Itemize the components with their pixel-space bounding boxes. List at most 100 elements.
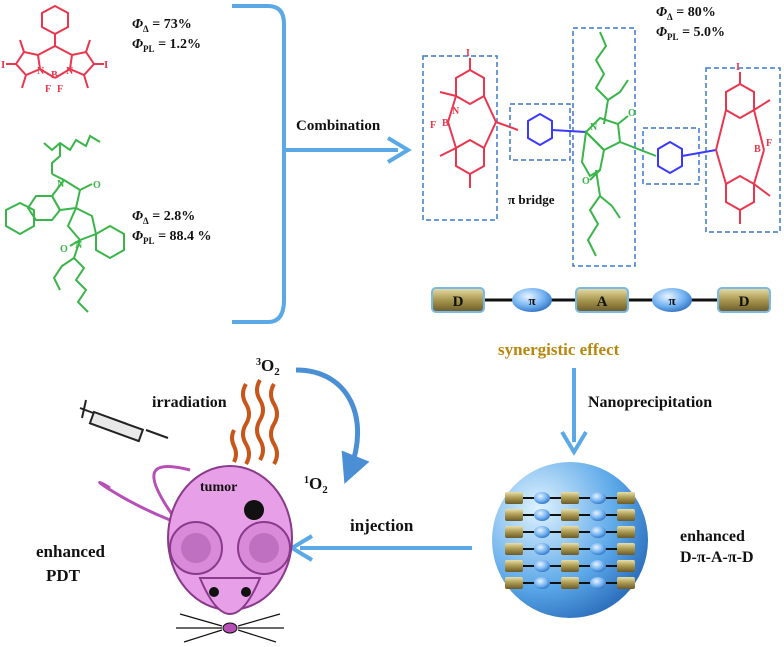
nanoparticle-bridge xyxy=(590,543,606,555)
nanoparticle-block xyxy=(561,526,579,538)
singlet-oxygen-label: 1O2 xyxy=(304,474,328,496)
nanoparticle-row xyxy=(505,560,635,572)
chain-acceptor: A xyxy=(575,287,629,313)
nanoparticle-row xyxy=(505,543,635,555)
combination-bracket xyxy=(232,4,412,324)
bodipy-f1: F xyxy=(45,84,51,95)
equals-sign: = xyxy=(678,25,694,40)
bodipy-pl-yield: ΦPL = 1.2% xyxy=(132,36,201,54)
nanoparticle-block xyxy=(505,526,523,538)
nanoparticle-row xyxy=(505,526,635,538)
product-i-right: I xyxy=(736,62,740,73)
product-f-left: F xyxy=(430,120,436,131)
triplet-superscript: 3 xyxy=(256,357,261,368)
chain-label-4: π xyxy=(668,293,675,308)
tumor-label: tumor xyxy=(200,480,238,495)
chain-donor-right: D xyxy=(717,287,771,313)
injection-label: injection xyxy=(350,516,414,535)
pl-subscript: PL xyxy=(667,32,679,42)
phi-symbol: Φ xyxy=(656,5,668,20)
equals-sign: = xyxy=(154,229,170,244)
bodipy-n2: N xyxy=(66,66,74,77)
combination-label: Combination xyxy=(296,118,381,134)
delta-subscript: Δ xyxy=(143,216,149,226)
dpp-o1: O xyxy=(93,180,101,191)
product-o-top: O xyxy=(628,108,636,119)
dpp-singlet-yield: ΦΔ = 2.8% xyxy=(132,208,195,226)
pl-subscript: PL xyxy=(143,44,155,54)
product-pl-value: 5.0% xyxy=(693,25,726,40)
bodipy-i2: I xyxy=(104,59,108,71)
equals-sign: = xyxy=(148,209,164,224)
bodipy-pl-value: 1.2% xyxy=(169,37,202,52)
nanoparticle-block xyxy=(617,509,635,521)
equals-sign: = xyxy=(148,17,164,32)
oxygen-subscript: 2 xyxy=(274,366,280,378)
product-b-right: B xyxy=(754,144,761,155)
syringe-icon xyxy=(79,399,169,443)
nanoparticle-block xyxy=(561,543,579,555)
nanoparticle-bridge xyxy=(534,509,550,521)
dpp-pl-value: 88.4 % xyxy=(169,229,212,244)
oxygen-symbol: O xyxy=(309,474,323,493)
product-b-left: B xyxy=(442,118,449,129)
product-pl-yield: ΦPL = 5.0% xyxy=(656,24,725,42)
bodipy-f2: F xyxy=(57,84,63,95)
irradiation-icon xyxy=(230,378,279,466)
nanoparticle-block xyxy=(617,492,635,504)
irradiation-label: irradiation xyxy=(152,394,227,411)
enhanced-dpad-line1: enhanced xyxy=(680,528,745,545)
product-singlet-yield: ΦΔ = 80% xyxy=(656,4,716,22)
chain-label-3: A xyxy=(597,294,608,310)
delta-subscript: Δ xyxy=(667,12,673,22)
bodipy-singlet-yield: ΦΔ = 73% xyxy=(132,16,192,34)
enhanced-dpad-line2: D-π-A-π-D xyxy=(680,549,754,566)
nanoparticle-row xyxy=(505,577,635,589)
enhanced-pdt-line1: enhanced xyxy=(36,542,105,561)
nanoparticle xyxy=(492,462,648,618)
pl-subscript: PL xyxy=(143,236,155,246)
product-n-left: N xyxy=(452,106,460,117)
chain-bridge-right: π xyxy=(652,288,692,312)
chain-bridge-left: π xyxy=(512,288,552,312)
product-o-bottom: O xyxy=(582,176,590,187)
dpp-n2: N xyxy=(75,240,83,251)
nanoparticle-bridge xyxy=(590,560,606,572)
nanoparticle-bridge xyxy=(534,543,550,555)
nanoparticle-block xyxy=(617,526,635,538)
nanoparticle-bridge xyxy=(590,577,606,589)
product-singlet-value: 80% xyxy=(687,5,716,20)
nanoparticle-row xyxy=(505,492,635,504)
tumor-spot xyxy=(244,500,264,520)
nanoparticle-block xyxy=(561,509,579,521)
injection-arrow xyxy=(288,534,472,562)
nanoparticle-bridge xyxy=(590,526,606,538)
chain-donor-left: D xyxy=(431,287,485,313)
dpp-o2: O xyxy=(60,244,68,255)
nanoparticle-block xyxy=(561,577,579,589)
dpp-n1: N xyxy=(57,179,65,190)
dpp-pl-yield: ΦPL = 88.4 % xyxy=(132,228,212,246)
pi-bridge-label: π bridge xyxy=(508,192,555,207)
triplet-oxygen-label: 3O2 xyxy=(256,356,280,378)
equals-sign: = xyxy=(672,5,688,20)
nanoparticle-block xyxy=(561,560,579,572)
nanoparticle-bridge xyxy=(534,577,550,589)
oxygen-symbol: O xyxy=(261,356,275,375)
bodipy-b: B xyxy=(51,70,58,81)
chain-label-1: D xyxy=(453,294,464,310)
product-structure xyxy=(422,27,781,267)
phi-symbol: Φ xyxy=(656,25,668,40)
mouse-illustration xyxy=(98,465,293,643)
nanoparticle-bridge xyxy=(534,560,550,572)
oxygen-subscript: 2 xyxy=(322,484,328,496)
nanoparticle-block xyxy=(617,560,635,572)
nanoprecipitation-arrow xyxy=(560,368,588,456)
nanoparticle-block xyxy=(617,543,635,555)
dpp-structure xyxy=(5,134,125,313)
phi-symbol: Φ xyxy=(132,37,144,52)
product-f-right: F xyxy=(766,138,772,149)
oxygen-conversion-arrow xyxy=(295,367,370,484)
dpad-chain: D π A π D xyxy=(431,287,771,313)
